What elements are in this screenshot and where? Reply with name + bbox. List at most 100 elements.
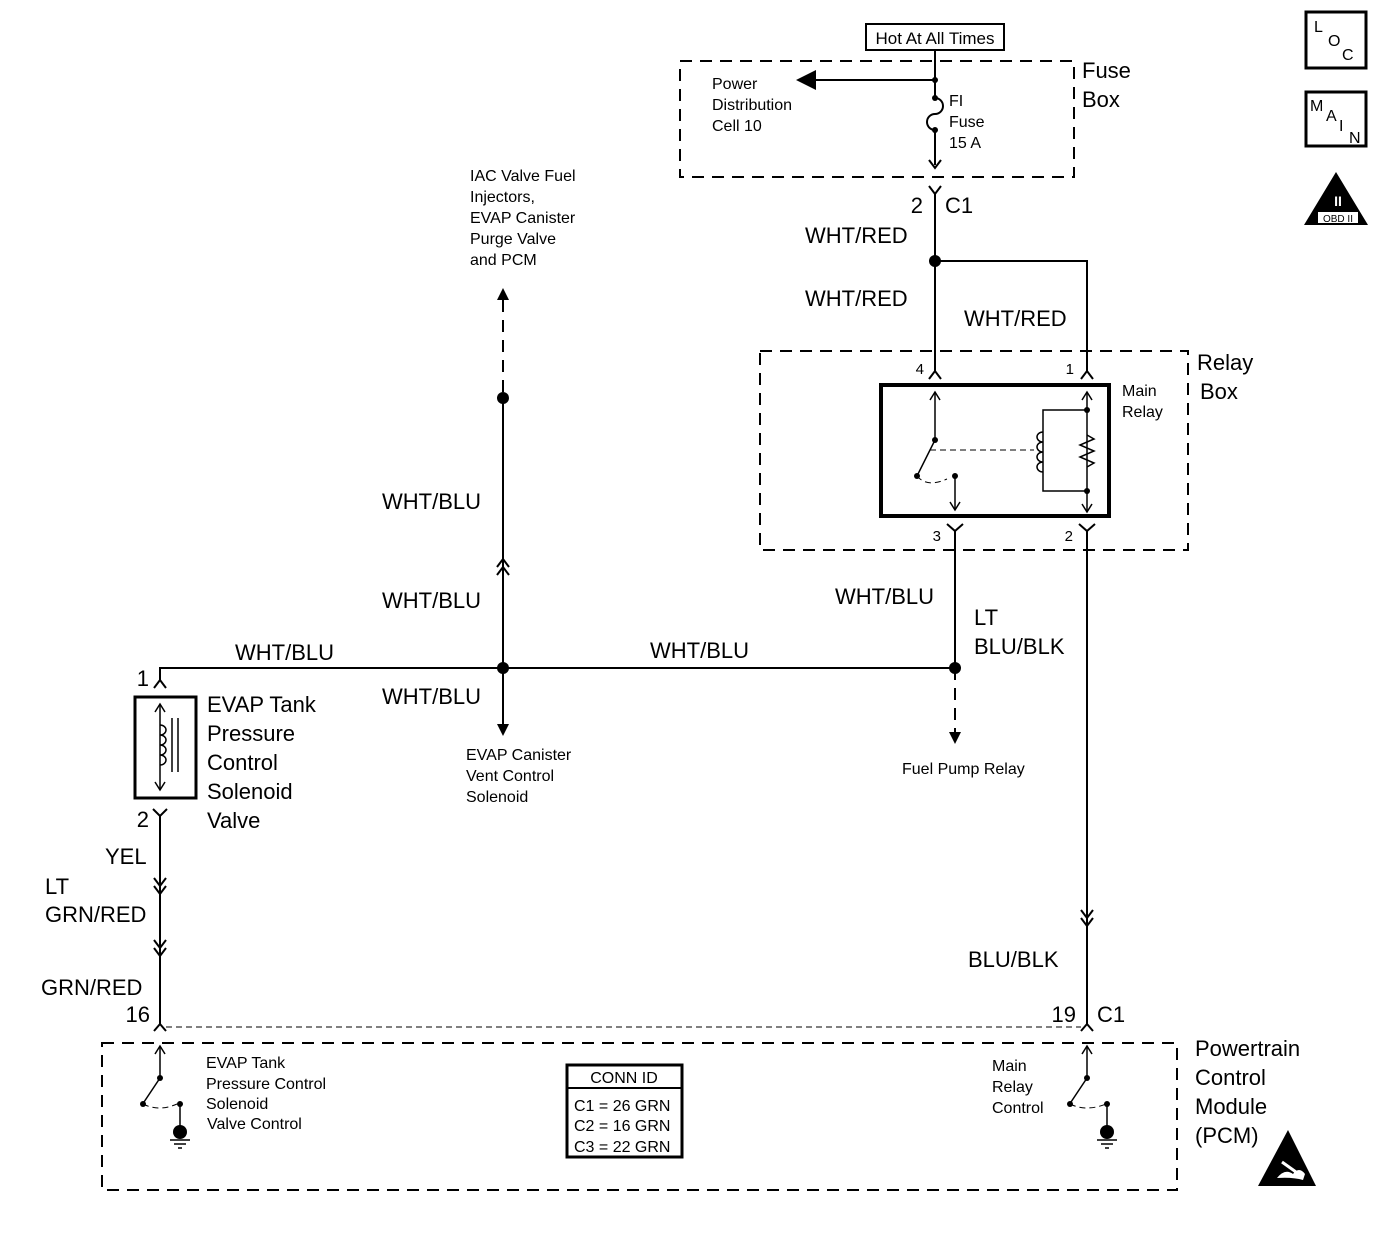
- svg-text:GRN/RED: GRN/RED: [41, 975, 142, 1000]
- relay-contact: [917, 439, 936, 475]
- svg-text:4: 4: [916, 361, 924, 378]
- esd-warning-icon: [1258, 1130, 1316, 1186]
- svg-text:Solenoid: Solenoid: [206, 1096, 268, 1113]
- svg-text:WHT/BLU: WHT/BLU: [835, 584, 934, 609]
- svg-text:C1: C1: [945, 193, 973, 218]
- ground-icon: [173, 1125, 187, 1139]
- svg-text:I: I: [1339, 118, 1343, 135]
- svg-text:2: 2: [911, 193, 923, 218]
- vent-solenoid-label: EVAP Canister: [466, 747, 572, 764]
- svg-text:C2 = 16 GRN: C2 = 16 GRN: [574, 1118, 670, 1135]
- svg-text:WHT/RED: WHT/RED: [964, 306, 1067, 331]
- conn-id-box: [565, 1063, 684, 1159]
- svg-text:Solenoid: Solenoid: [207, 779, 293, 804]
- svg-text:Distribution: Distribution: [712, 97, 792, 114]
- pdc-label: Power: [712, 76, 758, 93]
- svg-text:19: 19: [1052, 1002, 1076, 1027]
- pcm-evap-control-label: EVAP Tank: [206, 1055, 286, 1072]
- hot-at-all-times-box: [865, 23, 1005, 51]
- svg-text:II: II: [1334, 193, 1342, 209]
- svg-text:Pressure Control: Pressure Control: [206, 1076, 326, 1093]
- svg-text:Relay: Relay: [1122, 404, 1163, 421]
- svg-text:L: L: [1314, 19, 1323, 36]
- fuse-label: FI: [949, 93, 963, 110]
- vent-solenoid-arrow: [497, 724, 509, 736]
- svg-text:C3 = 22 GRN: C3 = 22 GRN: [574, 1139, 670, 1156]
- svg-text:Pressure: Pressure: [207, 721, 295, 746]
- svg-text:Control: Control: [1195, 1065, 1266, 1090]
- solenoid-coil: [159, 724, 167, 766]
- svg-text:WHT/BLU: WHT/BLU: [382, 588, 481, 613]
- pcm-main-relay-control-label: Main: [992, 1058, 1027, 1075]
- svg-text:WHT/BLU: WHT/BLU: [382, 684, 481, 709]
- loc-icon: L O C: [1304, 10, 1368, 70]
- svg-text:WHT/RED: WHT/RED: [805, 286, 908, 311]
- pcm-main-relay-switch: [1070, 1077, 1088, 1103]
- iac-arrow: [497, 288, 509, 300]
- svg-text:Valve Control: Valve Control: [207, 1116, 302, 1133]
- fuse-box-outline: [679, 60, 1075, 178]
- svg-text:CONN ID: CONN ID: [590, 1070, 658, 1087]
- svg-text:Solenoid: Solenoid: [466, 789, 528, 806]
- svg-text:Vent Control: Vent Control: [466, 768, 554, 785]
- relay-box-title: Relay: [1197, 350, 1253, 375]
- svg-text:OBD II: OBD II: [1323, 214, 1353, 225]
- svg-text:Control: Control: [207, 750, 278, 775]
- svg-text:Box: Box: [1082, 87, 1120, 112]
- relay-box-outline: [759, 350, 1189, 551]
- svg-text:WHT/BLU: WHT/BLU: [235, 640, 334, 665]
- svg-text:BLU/BLK: BLU/BLK: [974, 634, 1065, 659]
- main-relay: [879, 383, 1111, 518]
- svg-text:15 A: 15 A: [949, 135, 981, 152]
- svg-text:WHT/BLU: WHT/BLU: [382, 489, 481, 514]
- pcm-outline: [101, 1042, 1178, 1191]
- svg-text:WHT/BLU: WHT/BLU: [650, 638, 749, 663]
- fuse-box-title: Fuse: [1082, 58, 1131, 83]
- svg-text:Main: Main: [1122, 383, 1157, 400]
- evap-solenoid-label: EVAP Tank: [207, 692, 317, 717]
- evap-solenoid: [133, 695, 198, 800]
- svg-text:2: 2: [1065, 528, 1073, 545]
- pcm-evap-switch: [143, 1077, 161, 1103]
- svg-text:BLU/BLK: BLU/BLK: [968, 947, 1059, 972]
- svg-text:1: 1: [1066, 361, 1074, 378]
- svg-text:A: A: [1326, 108, 1337, 125]
- svg-text:C1: C1: [1097, 1002, 1125, 1027]
- fuel-pump-relay-label: Fuel Pump Relay: [902, 761, 1025, 778]
- svg-text:and PCM: and PCM: [470, 252, 537, 269]
- svg-text:Module: Module: [1195, 1094, 1267, 1119]
- svg-text:16: 16: [126, 1002, 150, 1027]
- iac-destination-label: IAC Valve Fuel: [470, 168, 576, 185]
- svg-text:LT: LT: [974, 605, 998, 630]
- svg-text:Fuse: Fuse: [949, 114, 985, 131]
- svg-text:M: M: [1310, 98, 1323, 115]
- svg-text:LT: LT: [45, 874, 69, 899]
- svg-text:YEL: YEL: [105, 844, 147, 869]
- svg-text:Injectors,: Injectors,: [470, 189, 535, 206]
- svg-text:Cell 10: Cell 10: [712, 118, 762, 135]
- pcm-title: Powertrain: [1195, 1036, 1300, 1061]
- svg-text:Valve: Valve: [207, 808, 260, 833]
- svg-text:C: C: [1342, 47, 1354, 64]
- svg-text:C1 = 26 GRN: C1 = 26 GRN: [574, 1098, 670, 1115]
- svg-text:GRN/RED: GRN/RED: [45, 902, 146, 927]
- svg-text:Box: Box: [1200, 379, 1238, 404]
- svg-text:Relay: Relay: [992, 1079, 1033, 1096]
- svg-text:O: O: [1328, 33, 1340, 50]
- relay-coil: [1036, 431, 1044, 473]
- relay-resistor: [1078, 434, 1096, 468]
- svg-text:(PCM): (PCM): [1195, 1123, 1259, 1148]
- hot-at-all-times-label: Hot At All Times: [875, 29, 994, 48]
- svg-text:WHT/RED: WHT/RED: [805, 223, 908, 248]
- obd-ii-icon: II OBD II: [1304, 172, 1368, 225]
- svg-text:3: 3: [933, 528, 941, 545]
- fuse-symbol: [926, 97, 944, 131]
- fuel-pump-arrow: [949, 732, 961, 744]
- fuse-box-connector: [928, 185, 942, 196]
- svg-text:EVAP Canister: EVAP Canister: [470, 210, 576, 227]
- svg-text:Purge Valve: Purge Valve: [470, 231, 556, 248]
- svg-text:Control: Control: [992, 1100, 1044, 1117]
- wht-blu-horizontal: [159, 667, 955, 680]
- svg-text:1: 1: [137, 666, 149, 691]
